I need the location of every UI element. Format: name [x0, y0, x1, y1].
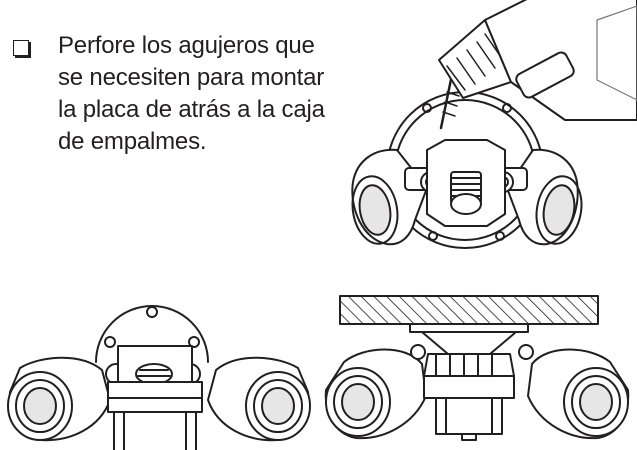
center-housing [424, 354, 514, 440]
fixture-front-illustration [0, 282, 318, 450]
drill-illustration [335, 0, 637, 250]
right-lamp-head [519, 345, 628, 438]
fixture-mounted-illustration [318, 292, 637, 450]
instruction-line-2: se necesiten para montar [58, 64, 325, 91]
ceiling-surface [340, 296, 598, 324]
left-lamp-head [326, 345, 426, 438]
instruction-line-1: Perfore los agujeros que [58, 32, 315, 59]
checkbox-bullet-icon [13, 40, 29, 56]
instruction-text: Perfore los agujeros que se necesiten pa… [58, 30, 348, 158]
center-housing [108, 346, 202, 450]
instruction-line-3: la placa de atrás a la caja [58, 96, 325, 123]
center-housing [427, 140, 505, 226]
drill-tool [439, 0, 637, 128]
mounting-bracket [410, 324, 528, 354]
instruction-line-4: de empalmes. [58, 128, 207, 155]
right-lamp-head [180, 358, 310, 440]
